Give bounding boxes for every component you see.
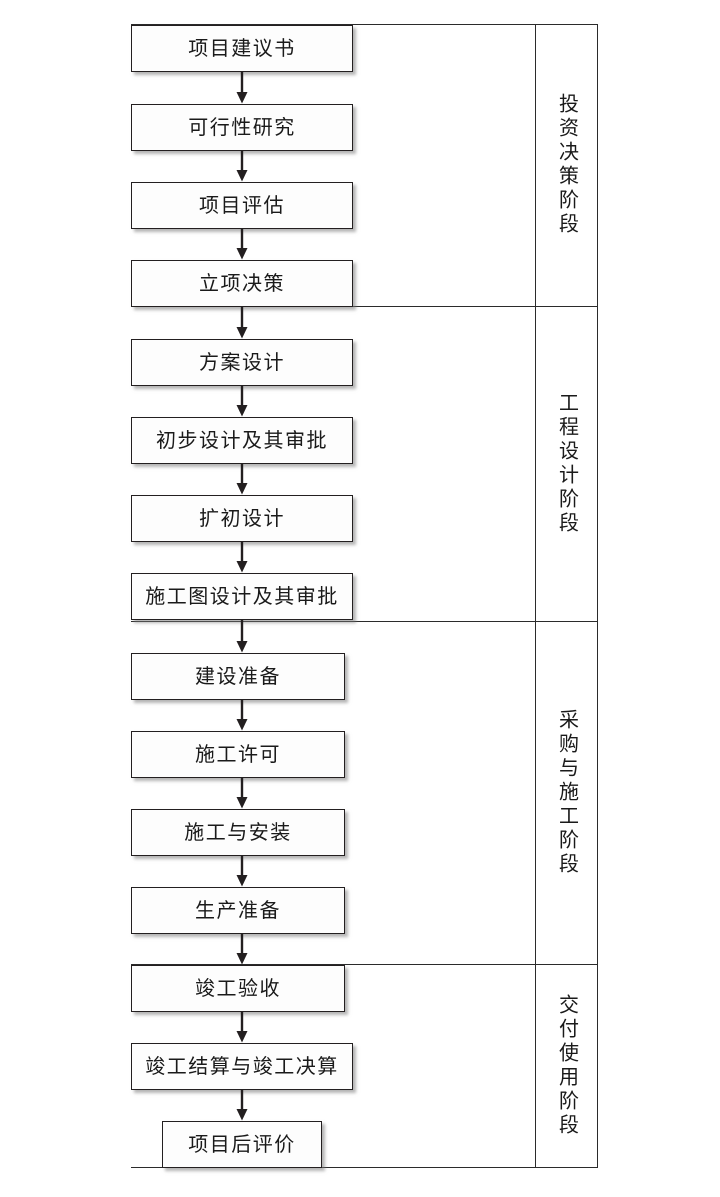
frame-bottom-rule [131,1167,598,1168]
node-step-post-evaluation[interactable]: 项目后评价 [162,1121,322,1168]
phase-divider-2 [131,621,598,622]
node-step-construction-permit[interactable]: 施工许可 [131,731,345,778]
arrow-connector [236,151,248,182]
arrow-connector [236,72,248,104]
arrow-connector [236,856,248,887]
arrow-connector [236,1090,248,1121]
arrow-connector [236,620,248,653]
node-step-feasibility-study[interactable]: 可行性研究 [131,104,353,151]
arrow-connector [236,700,248,731]
node-step-approval-decision[interactable]: 立项决策 [131,260,353,307]
node-label: 竣工结算与竣工决算 [145,1055,339,1078]
phase-label: 投资决策阶段 [555,93,578,237]
node-step-project-proposal[interactable]: 项目建议书 [131,25,353,72]
node-label: 初步设计及其审批 [156,429,328,452]
phase-column-divider [535,24,536,1168]
phase-procurement-construction: 采购与施工阶段 [535,621,597,964]
frame-top-rule [131,24,598,25]
node-label: 项目评估 [199,194,285,217]
node-label: 生产准备 [195,899,281,922]
arrow-connector [236,934,248,965]
node-label: 项目后评价 [188,1133,296,1156]
phase-divider-1 [131,306,598,307]
node-step-extended-design[interactable]: 扩初设计 [131,495,353,542]
frame-right-rule [597,24,598,1168]
node-label: 竣工验收 [195,977,281,1000]
node-label: 可行性研究 [188,116,296,139]
node-step-construction-preparation[interactable]: 建设准备 [131,653,345,700]
phase-label: 采购与施工阶段 [555,708,578,877]
node-step-construction-installation[interactable]: 施工与安装 [131,809,345,856]
arrow-connector [236,1012,248,1043]
node-label: 施工与安装 [184,821,292,844]
phase-label: 交付使用阶段 [555,994,578,1138]
node-label: 扩初设计 [199,507,285,530]
phase-delivery-use: 交付使用阶段 [535,964,597,1168]
phase-label: 工程设计阶段 [555,391,578,536]
node-label: 立项决策 [199,272,285,295]
node-step-project-appraisal[interactable]: 项目评估 [131,182,353,229]
node-step-completion-acceptance[interactable]: 竣工验收 [131,965,345,1012]
node-step-final-settlement[interactable]: 竣工结算与竣工决算 [131,1043,353,1090]
phase-engineering-design: 工程设计阶段 [535,306,597,621]
node-label: 项目建议书 [188,37,296,60]
node-label: 方案设计 [199,351,285,374]
node-label: 建设准备 [195,665,281,688]
arrow-connector [236,542,248,573]
arrow-connector [236,229,248,260]
phase-divider-3 [131,964,598,965]
node-step-construction-drawing-review[interactable]: 施工图设计及其审批 [131,573,353,620]
arrow-connector [236,307,248,339]
node-step-scheme-design[interactable]: 方案设计 [131,339,353,386]
arrow-connector [236,464,248,495]
node-step-production-preparation[interactable]: 生产准备 [131,887,345,934]
node-step-preliminary-design-review[interactable]: 初步设计及其审批 [131,417,353,464]
phase-investment-decision: 投资决策阶段 [535,24,597,306]
node-label: 施工许可 [195,743,281,766]
node-label: 施工图设计及其审批 [145,585,339,608]
arrow-connector [236,778,248,809]
arrow-connector [236,386,248,417]
